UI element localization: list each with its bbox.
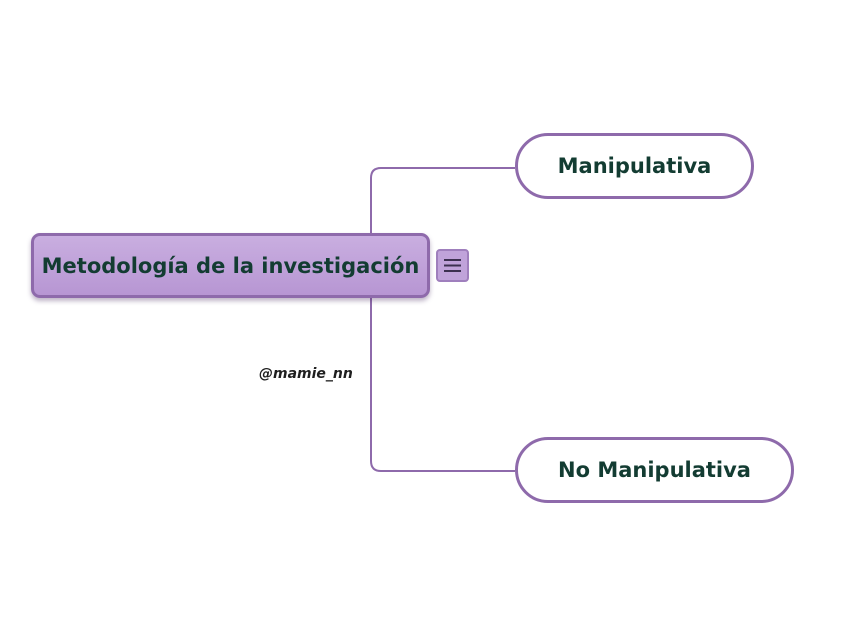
hamburger-menu-icon: [443, 257, 462, 274]
connector-root-to-no-manipulativa: [370, 298, 515, 472]
root-topic-label: Metodología de la investigación: [41, 253, 420, 278]
connector-root-to-manipulativa: [370, 167, 515, 233]
root-topic-node[interactable]: Metodología de la investigación: [31, 233, 430, 298]
author-watermark: @mamie_nn: [259, 366, 353, 382]
subtopic-label: No Manipulativa: [558, 458, 751, 482]
subtopic-node-manipulativa[interactable]: Manipulativa: [515, 133, 754, 199]
subtopic-label: Manipulativa: [557, 154, 712, 178]
subtopic-node-no-manipulativa[interactable]: No Manipulativa: [515, 437, 794, 503]
topic-menu-button[interactable]: [436, 249, 469, 282]
